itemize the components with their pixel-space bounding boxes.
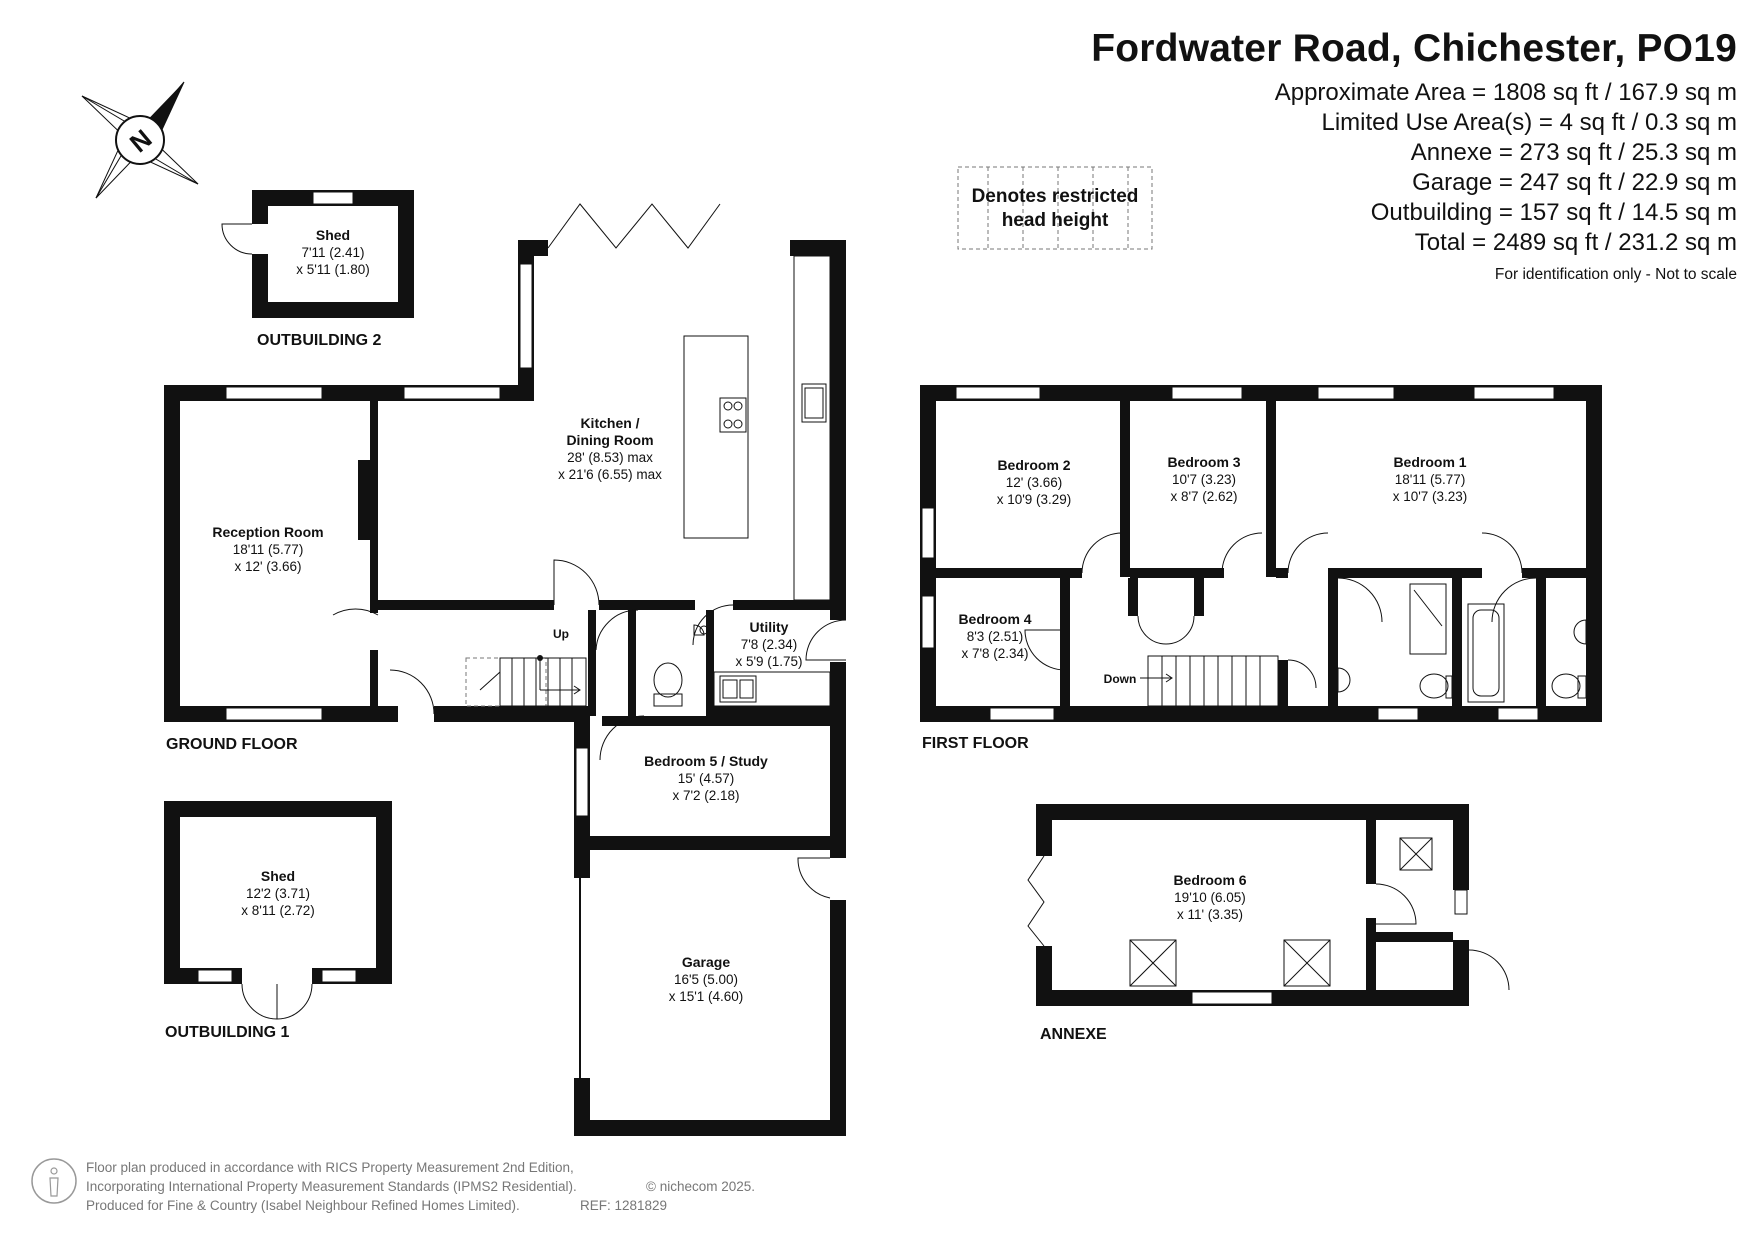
shed-2-name: Shed [316,227,350,243]
footer-copyright: © nichecom 2025. [646,1179,755,1194]
person-icon [31,1158,77,1204]
utility-name: Utility [750,619,789,635]
garage-dim-2: x 15'1 (4.60) [669,989,744,1004]
property-title: Fordwater Road, Chichester, PO19 [1091,27,1737,70]
bedroom-4-dim-1: 8'3 (2.51) [967,629,1024,644]
area-outbuilding: Outbuilding = 157 sq ft / 14.5 sq m [1370,199,1737,226]
not-to-scale-note: For identification only - Not to scale [1494,266,1737,283]
area-total: Total = 2489 sq ft / 231.2 sq m [1414,229,1737,256]
outbuilding-2-label: OUTBUILDING 2 [257,332,382,349]
bedroom-3-name: Bedroom 3 [1167,454,1240,470]
bedroom-1-dim-2: x 10'7 (3.23) [1393,489,1468,504]
bedroom-5-dim-1: 15' (4.57) [678,771,735,786]
footer-line-2: Incorporating International Property Mea… [86,1179,577,1194]
kitchen-dim-1: 28' (8.53) max [567,450,653,465]
plan-header: Fordwater Road, Chichester, PO19 Approxi… [1091,26,1737,286]
kitchen-name-1: Kitchen / [580,415,639,431]
first-floor-plan [920,385,1602,722]
legend-line-1: Denotes restricted [972,186,1139,207]
area-annexe: Annexe = 273 sq ft / 25.3 sq m [1410,139,1737,166]
ground-floor-plan [164,203,847,1136]
bedroom-2-name: Bedroom 2 [997,457,1070,473]
reception-dim-1: 18'11 (5.77) [233,542,304,557]
shed-1-dim-2: x 8'11 (2.72) [241,903,315,918]
legend-line-2: head height [1002,210,1109,231]
bedroom-6-name: Bedroom 6 [1173,872,1246,888]
footer-line-3: Produced for Fine & Country (Isabel Neig… [86,1198,520,1213]
bedroom-1-name: Bedroom 1 [1393,454,1466,470]
bedroom-4-name: Bedroom 4 [958,611,1031,627]
area-limited-use: Limited Use Area(s) = 4 sq ft / 0.3 sq m [1321,109,1738,136]
bedroom-2-dim-2: x 10'9 (3.29) [997,492,1072,507]
bedroom-6-dim-1: 19'10 (6.05) [1174,890,1246,905]
bedroom-6-dim-2: x 11' (3.35) [1177,907,1243,922]
first-floor-label: FIRST FLOOR [922,735,1029,752]
shed-2-dim-2: x 5'11 (1.80) [296,262,370,277]
bedroom-5-name: Bedroom 5 / Study [644,753,768,769]
kitchen-dim-2: x 21'6 (6.55) max [558,467,662,482]
reception-name: Reception Room [212,524,323,540]
outbuilding-1-label: OUTBUILDING 1 [165,1024,290,1041]
outbuilding-2 [221,190,414,318]
bedroom-2-dim-1: 12' (3.66) [1006,475,1063,490]
shed-1-name: Shed [261,868,295,884]
bedroom-3-dim-1: 10'7 (3.23) [1172,472,1236,487]
garage-dim-1: 16'5 (5.00) [674,972,738,987]
outbuilding-1 [164,801,392,1020]
garage-name: Garage [682,954,730,970]
shed-2-dim-1: 7'11 (2.41) [301,245,364,260]
bedroom-5-dim-2: x 7'2 (2.18) [672,788,739,803]
stairs-up-label: Up [553,627,569,641]
restricted-height-legend: Denotes restricted head height [957,166,1153,250]
shed-1-dim-1: 12'2 (3.71) [246,886,310,901]
kitchen-name-2: Dining Room [566,432,653,448]
footer-line-1: Floor plan produced in accordance with R… [86,1160,574,1175]
footer-ref: REF: 1281829 [580,1198,667,1213]
area-approximate: Approximate Area = 1808 sq ft / 167.9 sq… [1274,79,1737,106]
utility-dim-2: x 5'9 (1.75) [735,654,802,669]
compass-icon: N [81,81,199,199]
area-garage: Garage = 247 sq ft / 22.9 sq m [1412,169,1737,196]
stairs-down-label: Down [1104,672,1137,686]
annexe-label: ANNEXE [1040,1026,1107,1043]
reception-dim-2: x 12' (3.66) [234,559,301,574]
bedroom-4-dim-2: x 7'8 (2.34) [961,646,1028,661]
bedroom-3-dim-2: x 8'7 (2.62) [1170,489,1237,504]
ground-floor-label: GROUND FLOOR [166,736,298,753]
utility-dim-1: 7'8 (2.34) [741,637,798,652]
annexe-plan [1027,804,1510,1006]
bedroom-1-dim-1: 18'11 (5.77) [1395,472,1466,487]
